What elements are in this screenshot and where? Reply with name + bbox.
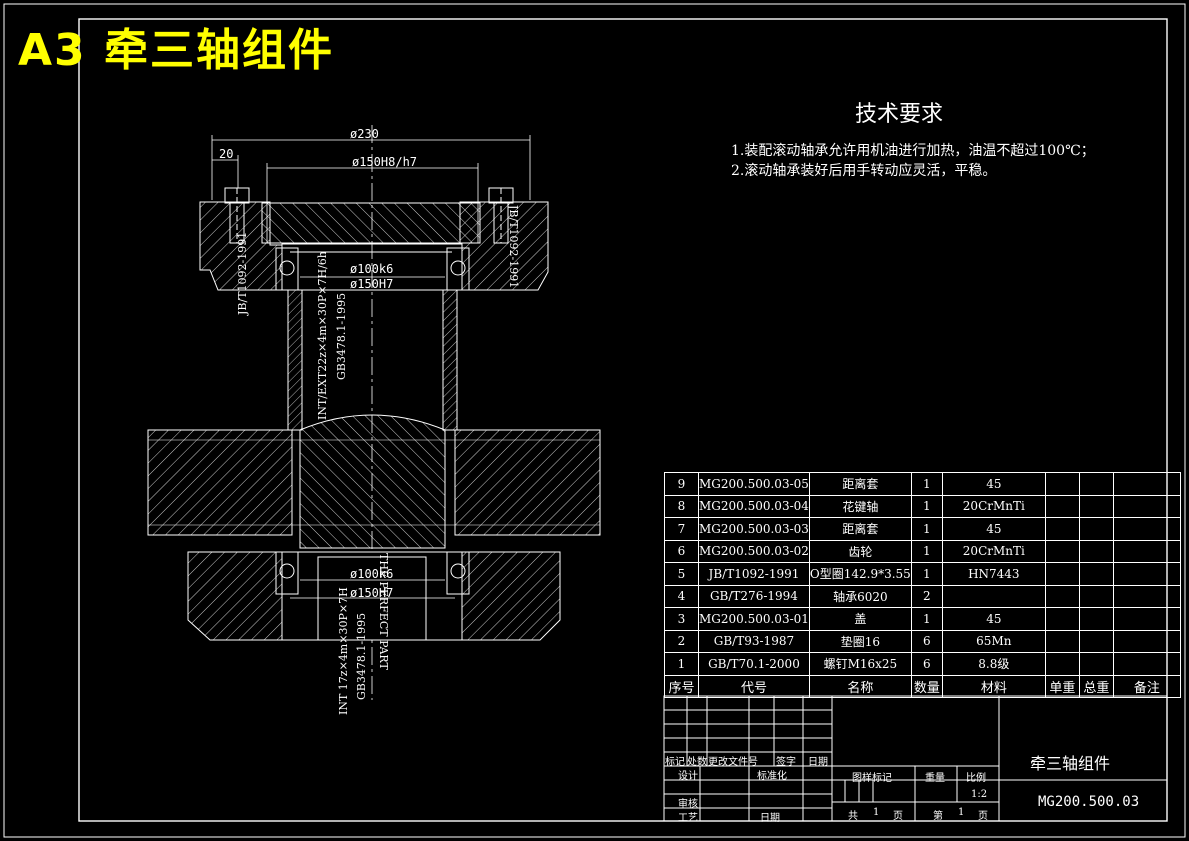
bearing-cover — [261, 202, 481, 244]
dim-diameter-230: ø230 — [350, 127, 379, 141]
bom-cell-name: 距离套 — [808, 517, 912, 541]
bom-header-material: 材料 — [941, 674, 1046, 698]
bolt-left — [224, 187, 250, 244]
inner-frame — [78, 18, 1168, 822]
bom-cell-no: 7 — [664, 517, 699, 541]
dim-20: 20 — [219, 147, 234, 161]
tb-scale: 1:2 — [971, 789, 988, 800]
tb-sheji: 设计 — [678, 771, 698, 782]
tb-riqi2: 日期 — [760, 813, 780, 824]
gear-left — [147, 429, 293, 536]
bolt-right — [488, 187, 514, 244]
dim-diameter-100k6-upper: ø100k6 — [350, 262, 394, 276]
bearing-upper-right — [446, 247, 470, 291]
tb-zhongliang: 重量 — [925, 773, 945, 784]
bom-cell-material: 45 — [941, 472, 1046, 496]
bom-cell-code: MG200.500.03-05 — [698, 472, 810, 496]
bom-cell-material: HN7443 — [941, 562, 1046, 586]
spline-shaft — [299, 414, 446, 549]
bom-header-no: 序号 — [664, 674, 699, 698]
bom-cell-code: GB/T70.1-2000 — [698, 652, 810, 676]
tb-biaoji: 标记 — [665, 757, 685, 768]
tb-riqi: 日期 — [808, 757, 828, 768]
tb-drawing-code: MG200.500.03 — [1038, 794, 1140, 810]
outer-frame — [3, 3, 1186, 838]
tb-biaozhunhua: 标准化 — [757, 771, 787, 782]
tb-qianzi: 签字 — [776, 757, 796, 768]
tb-gengai: 更改文件号 — [708, 757, 758, 768]
tb-drawing-name: 牵三轴组件 — [1030, 754, 1111, 773]
bom-header-name: 名称 — [808, 674, 912, 698]
tb-gong: 共 — [848, 811, 858, 822]
bearing-upper-left — [275, 247, 299, 291]
bom-header-code: 代号 — [698, 674, 810, 698]
bearing-lower-left — [275, 551, 299, 595]
tb-gong-n: 1 — [873, 807, 880, 818]
bom-header-total-weight: 总重 — [1078, 674, 1114, 698]
bom-cell-code: MG200.500.03-01 — [698, 607, 810, 631]
tb-ye: 页 — [893, 811, 903, 822]
gear-right — [454, 429, 601, 536]
dim-diameter-100k6-lower: ø100k6 — [350, 567, 394, 581]
bom-cell-name: 螺钉M16x25 — [808, 652, 912, 676]
tech-requirement-line: 1.装配滚动轴承允许用机油进行加热，油温不超过100℃； — [731, 143, 1095, 159]
bom-cell-no: 4 — [664, 584, 699, 608]
bom-cell-no: 8 — [664, 494, 699, 518]
bom-header-row: 序号 代号 名称 数量 材料 单重 总重 备注 — [664, 674, 1181, 698]
tb-di-n: 1 — [958, 807, 965, 818]
bearing-lower-right — [446, 551, 470, 595]
tb-bili: 比例 — [966, 773, 986, 784]
bom-cell-code: JB/T1092-1991 — [698, 562, 810, 586]
bom-cell-code: MG200.500.03-04 — [698, 494, 810, 518]
housing-lower-left — [187, 551, 283, 641]
dim-diameter-150-fit: ø150H8/h7 — [352, 155, 418, 169]
tb-di: 第 — [933, 811, 943, 822]
tb-tuyang: 图样标记 — [852, 773, 892, 784]
bom-header-remark: 备注 — [1112, 674, 1181, 698]
sheet-title: A3 牵三轴组件 — [18, 25, 334, 76]
tech-requirement-line: 2.滚动轴承装好后用手转动应灵活，平稳。 — [731, 163, 997, 179]
tb-chushu: 处数 — [687, 757, 707, 768]
dim-diameter-150H7-lower: ø150H7 — [350, 586, 394, 600]
tb-gongyi: 工艺 — [678, 813, 698, 824]
tech-requirements-title: 技术要求 — [855, 102, 944, 127]
tb-ye2: 页 — [978, 811, 988, 822]
bom-cell-name: 垫圈16 — [808, 629, 912, 653]
bom-cell-material: 20CrMnTi — [941, 539, 1046, 563]
bore-lower — [281, 551, 463, 641]
tb-shenhe: 审核 — [678, 799, 698, 810]
dim-diameter-150H7-upper: ø150H7 — [350, 277, 394, 291]
